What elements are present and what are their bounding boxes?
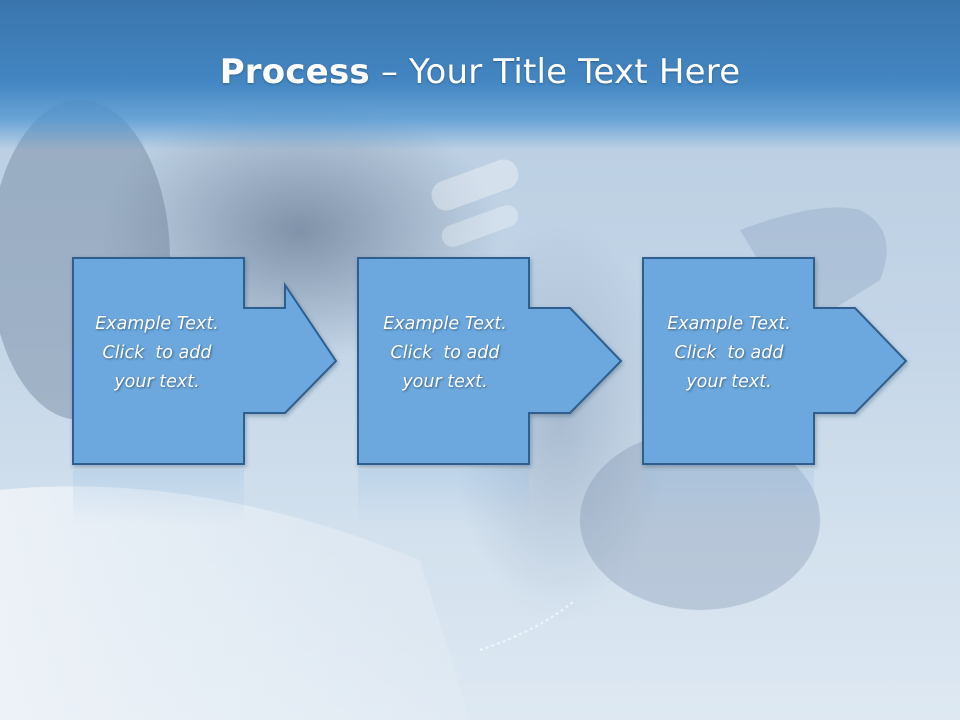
step-2-text[interactable]: Example Text. Click to add your text. — [383, 314, 507, 392]
reflections — [73, 470, 814, 525]
title-bold: Process — [219, 52, 370, 92]
title-bar — [0, 0, 960, 150]
process-step-3[interactable] — [642, 257, 908, 465]
step-3-text[interactable]: Example Text. Click to add your text. — [667, 314, 791, 392]
slide-title[interactable]: Process – Your Title Text Here — [0, 52, 960, 92]
title-rest: – Your Title Text Here — [369, 52, 741, 92]
process-step-2[interactable] — [357, 257, 623, 465]
step-1-text[interactable]: Example Text. Click to add your text. — [95, 314, 219, 392]
process-step-1[interactable] — [72, 257, 338, 465]
